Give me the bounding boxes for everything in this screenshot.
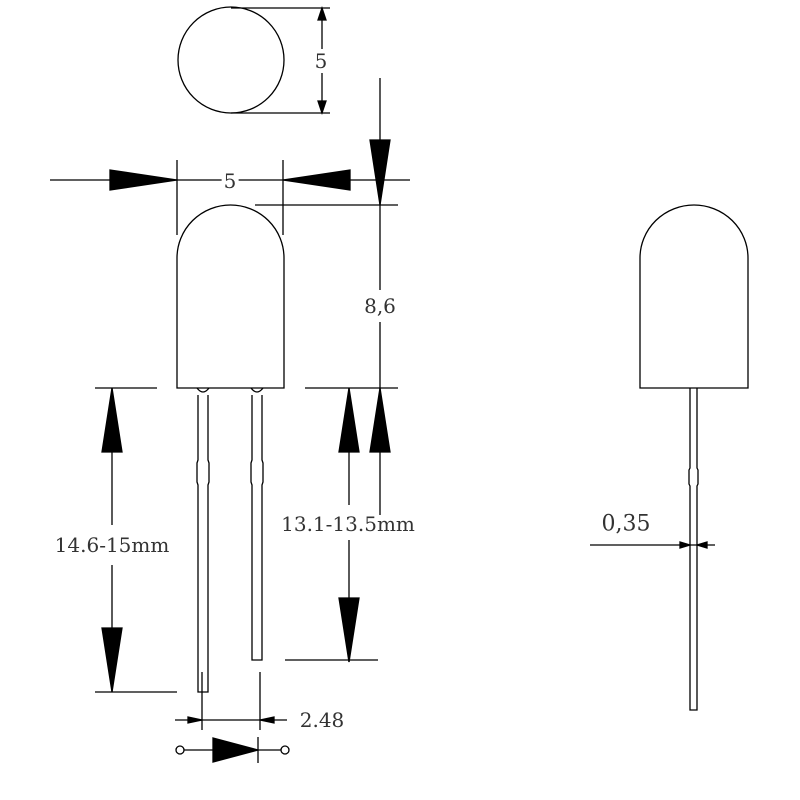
short-lead-dimension <box>285 387 378 663</box>
top-view-circle <box>177 6 285 114</box>
height-dimension <box>255 78 398 515</box>
led-front-view <box>176 204 285 693</box>
long-lead-dimension <box>95 387 177 693</box>
lead-thickness-label: 0,35 <box>601 511 651 537</box>
cathode-lead <box>250 395 264 661</box>
led-side-body <box>639 204 749 389</box>
arrow-right-icon <box>109 169 178 191</box>
short-lead-label: 13.1-13.5mm <box>281 512 415 536</box>
long-lead-label: 14.6-15mm <box>52 533 172 557</box>
arrow-down-icon <box>369 139 391 206</box>
top-view <box>177 5 330 116</box>
arrow-up-icon <box>369 387 391 453</box>
arrow-left-icon <box>282 169 351 191</box>
body-width-dimension <box>50 160 410 235</box>
body-width-label: 5 <box>221 169 239 193</box>
led-side-view <box>590 204 749 711</box>
side-lead <box>688 388 699 711</box>
top-diameter-label: 5 <box>312 49 330 73</box>
diode-icon <box>175 737 290 763</box>
led-body <box>176 204 285 389</box>
anode-lead <box>196 395 210 693</box>
lead-spacing-label: 2.48 <box>297 708 347 732</box>
body-height-label: 8,6 <box>362 294 398 318</box>
lead-spacing-dimension <box>175 672 287 730</box>
